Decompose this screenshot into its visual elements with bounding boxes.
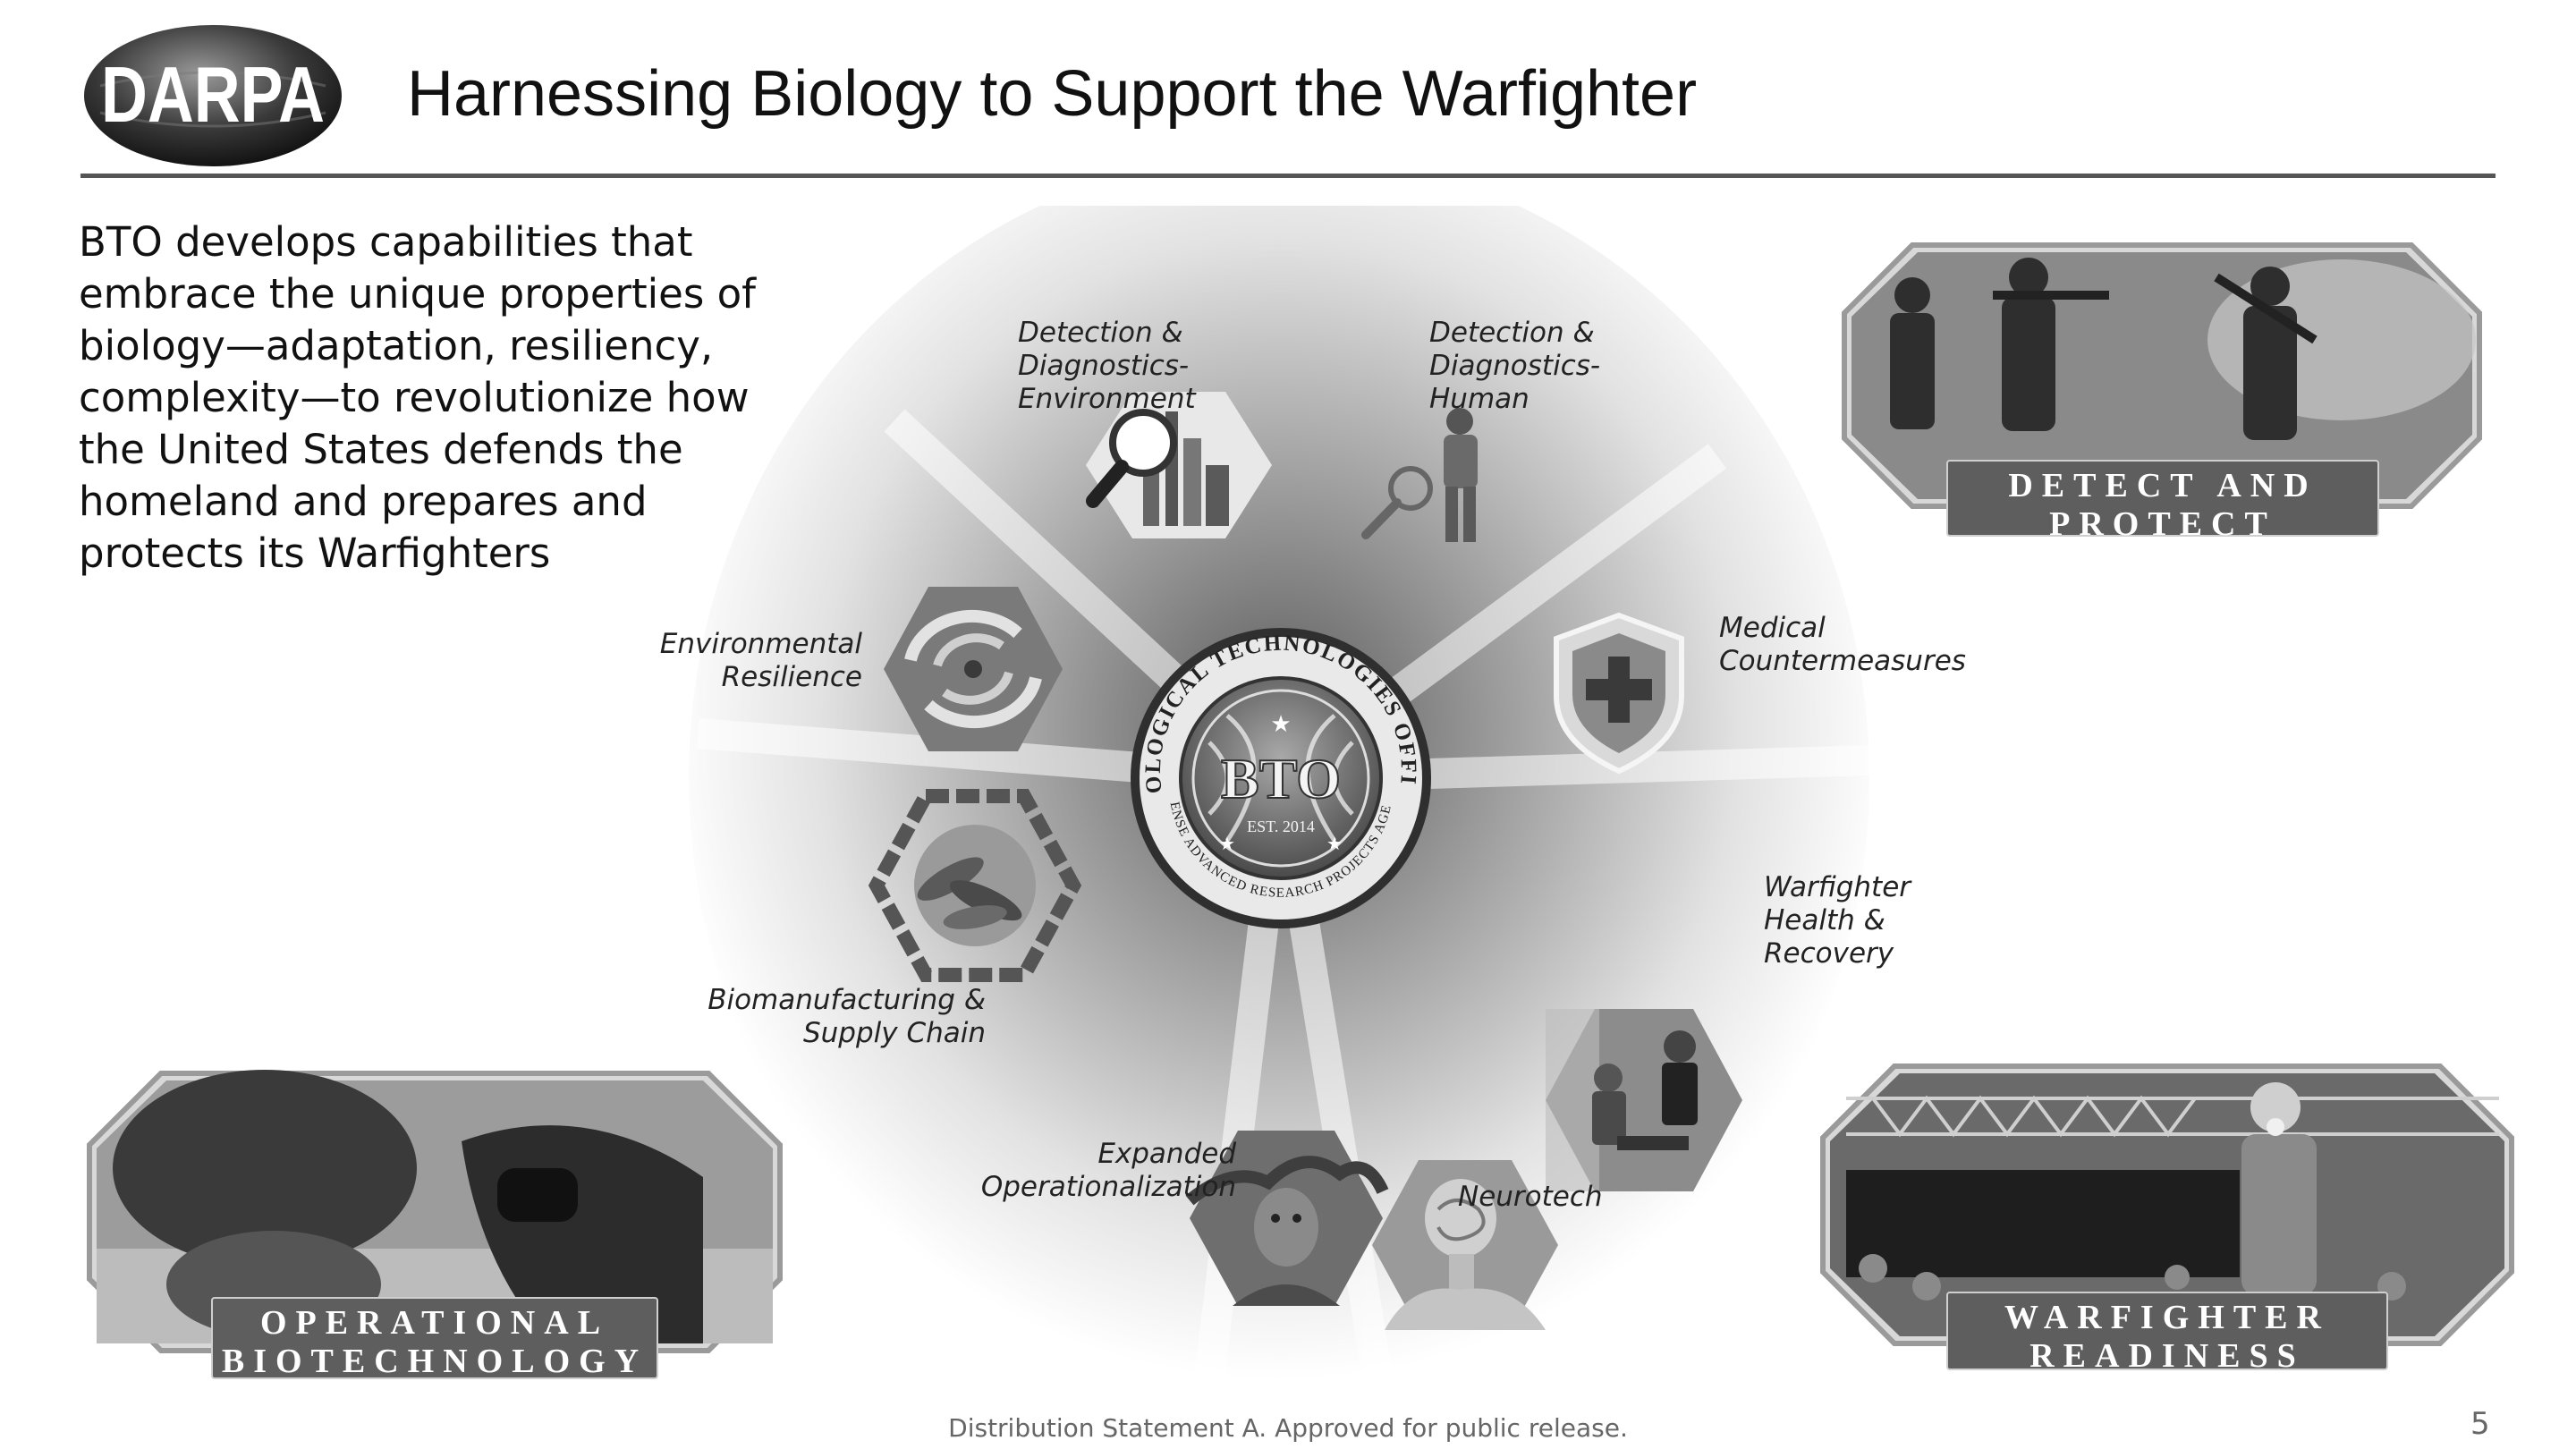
label-detection-human: Detection & Diagnostics- Human xyxy=(1429,317,1601,415)
banner-detect-protect: DETECT AND PROTECT xyxy=(1946,460,2379,543)
intro-paragraph: BTO develops capabilities that embrace t… xyxy=(79,218,756,577)
physical-therapy-photo xyxy=(1546,1009,1742,1191)
title-divider xyxy=(80,174,2496,178)
shield-cross-icon xyxy=(1554,612,1684,775)
detect-protect-photo xyxy=(1842,242,2482,509)
svg-text:EST. 2014: EST. 2014 xyxy=(1247,818,1315,835)
label-expanded-operationalization: Expanded Operationalization xyxy=(980,1138,1236,1203)
label-medical-countermeasures: Medical Countermeasures xyxy=(1719,612,1966,677)
camouflaged-soldier-photo xyxy=(1185,1131,1389,1306)
svg-text:★: ★ xyxy=(1270,711,1291,738)
bto-seal: BTO EST. 2014 ★ ★ ★ BIOLOGICAL TECHNOLOG… xyxy=(1131,628,1431,928)
label-detection-environment: Detection & Diagnostics- Environment xyxy=(1018,317,1196,415)
banner-operational-biotechnology: OPERATIONAL BIOTECHNOLOGY xyxy=(211,1297,658,1380)
svg-text:★: ★ xyxy=(1326,833,1343,854)
banner-warfighter-readiness: WARFIGHTER READINESS xyxy=(1946,1292,2388,1375)
hurricane-icon xyxy=(884,587,1063,751)
brain-scan-icon xyxy=(1372,1160,1558,1330)
label-biomanufacturing: Biomanufacturing & Supply Chain xyxy=(708,984,986,1049)
page-title: Harnessing Biology to Support the Warfig… xyxy=(407,58,1698,130)
magnifier-city-icon xyxy=(1086,392,1272,538)
svg-text:★: ★ xyxy=(1219,833,1235,854)
soldier-magnifier-icon xyxy=(1361,408,1478,542)
warfighter-readiness-photo xyxy=(1820,1063,2514,1346)
svg-text:BTO: BTO xyxy=(1221,747,1341,810)
darpa-logo: DARPA xyxy=(84,25,342,166)
page-number: 5 xyxy=(2470,1406,2490,1442)
label-neurotech: Neurotech xyxy=(1458,1181,1603,1213)
microbe-chain-icon xyxy=(868,789,1082,982)
program-areas-diagram: BTO EST. 2014 ★ ★ ★ BIOLOGICAL TECHNOLOG… xyxy=(689,206,1870,1431)
label-environmental-resilience: Environmental Resilience xyxy=(659,628,862,693)
svg-text:DARPA: DARPA xyxy=(101,50,325,139)
distribution-statement: Distribution Statement A. Approved for p… xyxy=(948,1413,1628,1443)
label-warfighter-health: Warfighter Health & Recovery xyxy=(1764,871,1911,970)
